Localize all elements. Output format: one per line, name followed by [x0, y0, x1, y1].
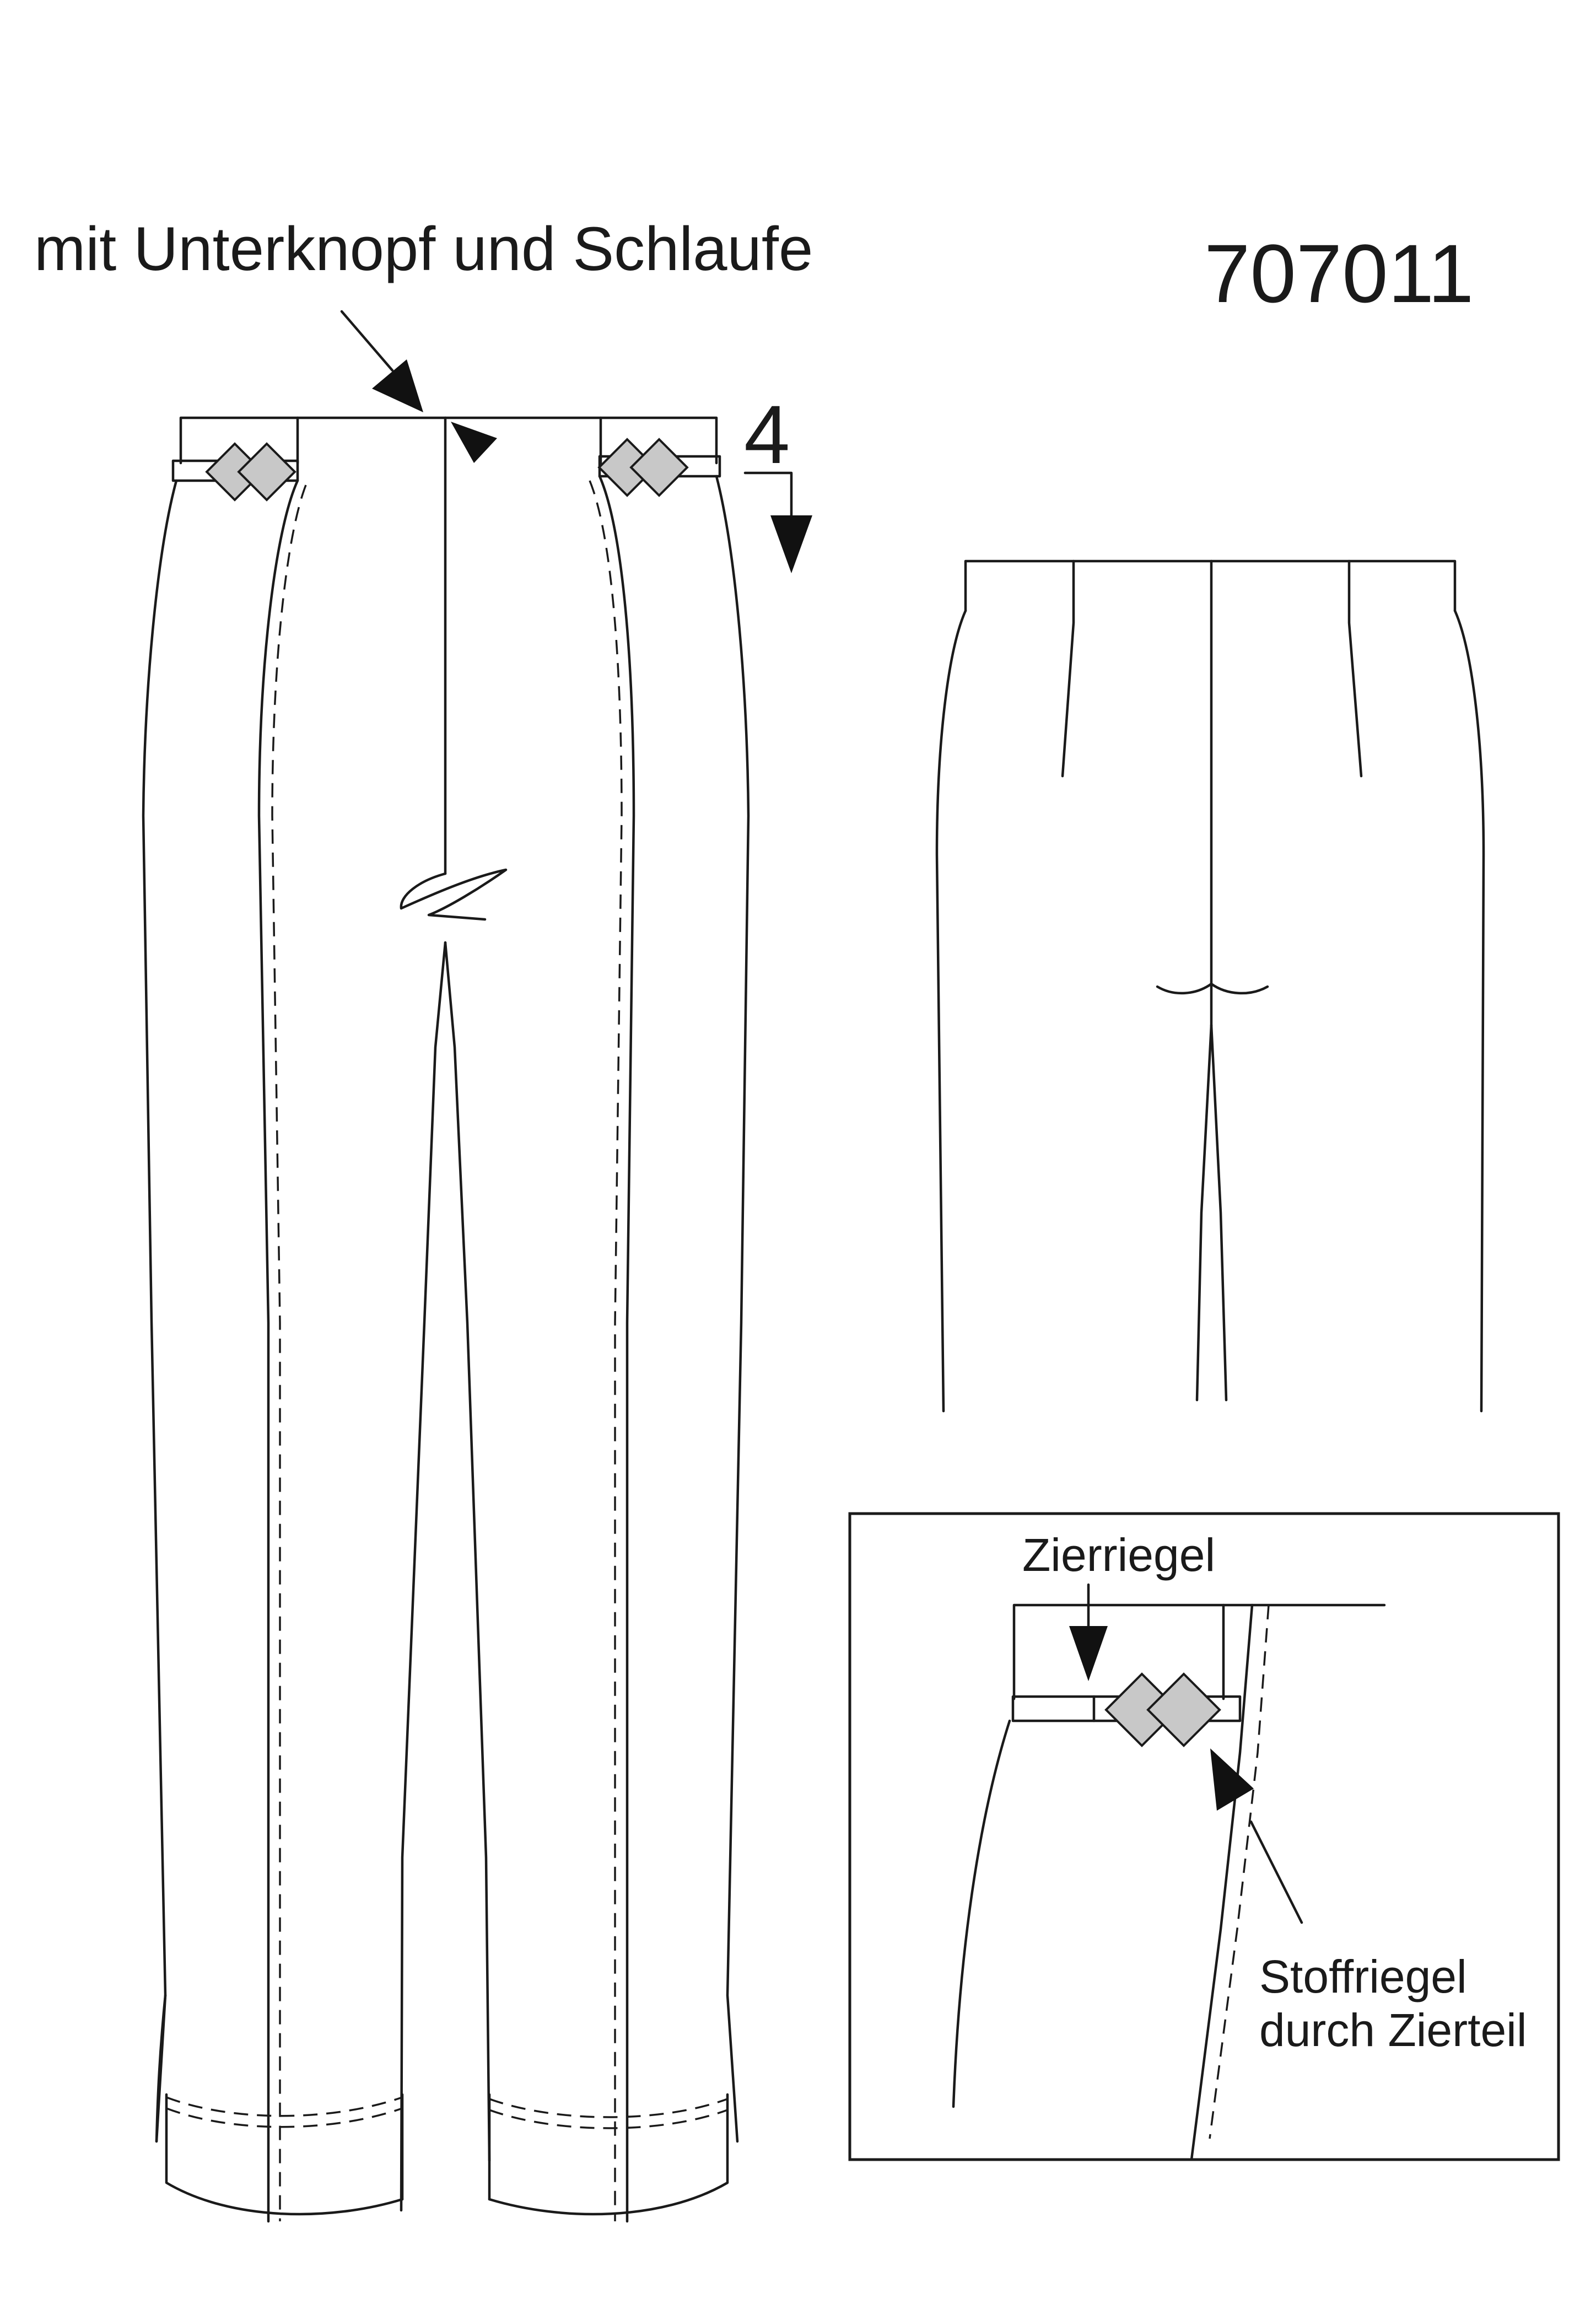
note-arrow — [340, 310, 423, 412]
detail-bottom-label-1: Stoffriegel — [1259, 1951, 1467, 2002]
step-arrow-4: 4 — [743, 388, 812, 573]
front-view — [142, 416, 750, 2223]
detail-bottom-label-2: durch Zierteil — [1259, 2004, 1527, 2056]
detail-inset: Zierriegel Stoffriegel durch Zierteil — [848, 1512, 1560, 2161]
main-note-label: mit Unterknopf und Schlaufe — [34, 214, 813, 283]
step-number: 4 — [744, 388, 790, 481]
detail-top-label: Zierriegel — [1022, 1529, 1215, 1581]
back-view — [935, 559, 1485, 1413]
model-number: 707011 — [1204, 227, 1474, 320]
